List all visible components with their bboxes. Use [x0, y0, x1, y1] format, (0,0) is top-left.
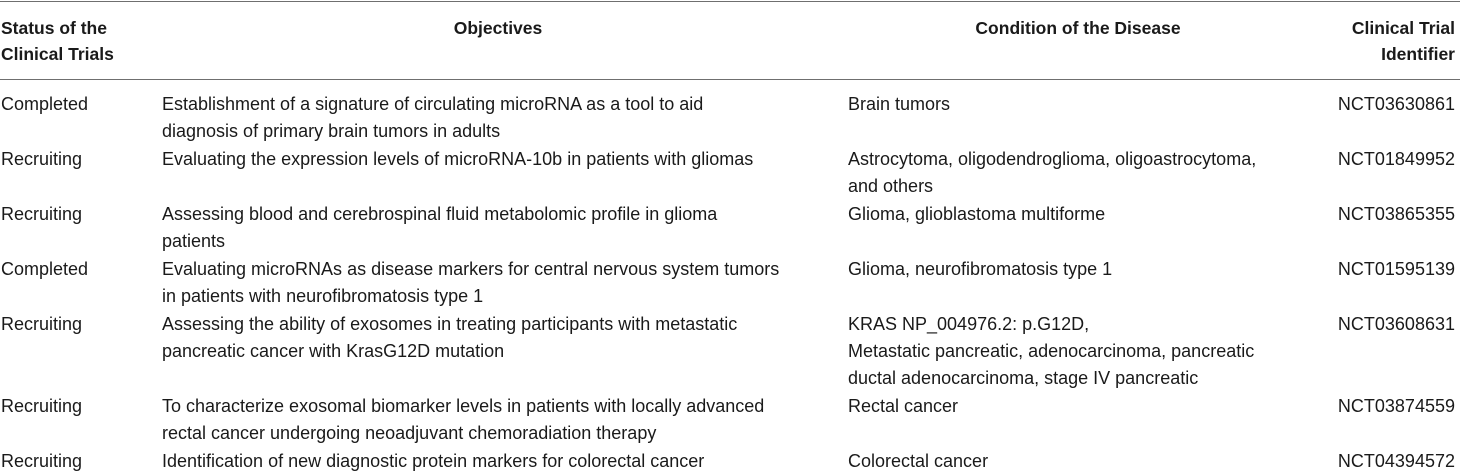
row-objective: Assessing blood and cerebrospinal fluid … — [162, 204, 718, 251]
row-condition: Rectal cancer — [848, 396, 959, 416]
row-identifier: NCT01849952 — [1337, 149, 1455, 169]
row-identifier: NCT03865355 — [1337, 204, 1455, 224]
header-identifier: Clinical Trial Identifier — [1351, 18, 1455, 64]
row-objective: Identification of new diagnostic protein… — [162, 451, 705, 471]
table-header-rule — [0, 79, 1460, 80]
row-status: Recruiting — [1, 396, 83, 416]
row-condition: Glioma, neurofibromatosis type 1 — [848, 259, 1113, 279]
row-status: Recruiting — [1, 149, 83, 169]
row-status: Recruiting — [1, 451, 83, 471]
row-condition: Brain tumors — [848, 94, 951, 114]
row-status: Recruiting — [1, 204, 83, 224]
row-status: Recruiting — [1, 314, 83, 334]
row-identifier: NCT03874559 — [1337, 396, 1455, 416]
row-identifier: NCT03608631 — [1337, 314, 1455, 334]
row-condition: KRAS NP_004976.2: p.G12D, Metastatic pan… — [848, 314, 1255, 388]
row-condition: Colorectal cancer — [848, 451, 989, 471]
row-status: Completed — [1, 94, 89, 114]
row-objective: To characterize exosomal biomarker level… — [162, 396, 765, 443]
row-objective: Assessing the ability of exosomes in tre… — [162, 314, 738, 361]
row-status: Completed — [1, 259, 89, 279]
header-status: Status of the Clinical Trials — [1, 18, 114, 64]
table-top-rule — [0, 1, 1460, 2]
header-objectives: Objectives — [453, 18, 543, 38]
row-identifier: NCT01595139 — [1337, 259, 1455, 279]
row-objective: Establishment of a signature of circulat… — [162, 94, 704, 141]
header-condition: Condition of the Disease — [975, 18, 1181, 38]
row-objective: Evaluating microRNAs as disease markers … — [162, 259, 780, 306]
row-identifier: NCT04394572 — [1337, 451, 1455, 471]
row-objective: Evaluating the expression levels of micr… — [162, 149, 754, 169]
row-condition: Astrocytoma, oligodendroglioma, oligoast… — [848, 149, 1257, 196]
row-condition: Glioma, glioblastoma multiforme — [848, 204, 1106, 224]
row-identifier: NCT03630861 — [1337, 94, 1455, 114]
